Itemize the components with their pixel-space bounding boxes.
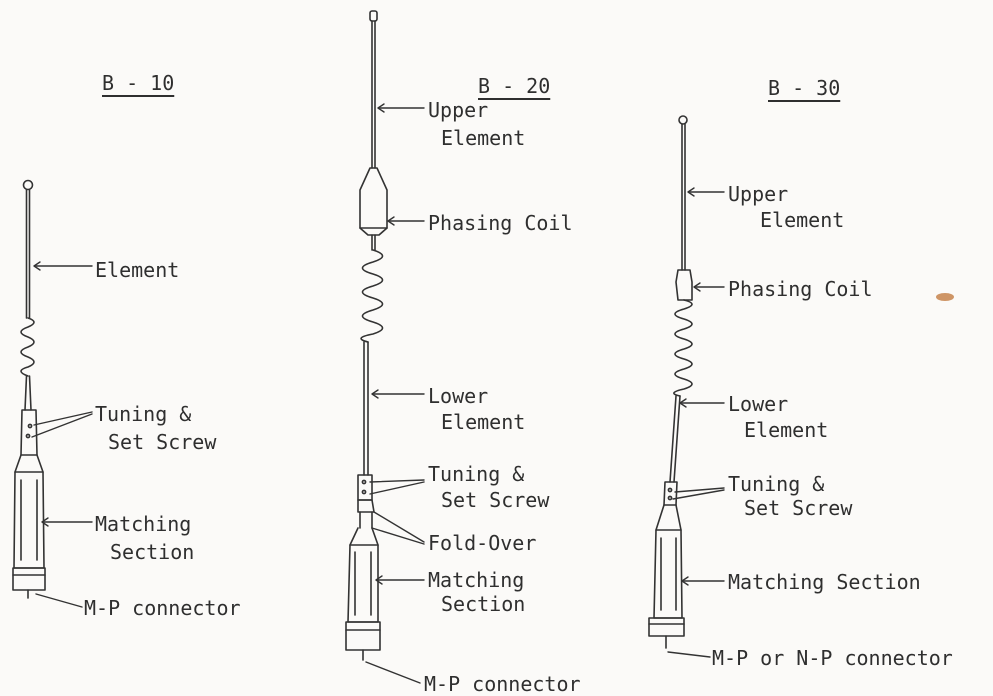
b20-lower-label-line2: Element	[441, 410, 526, 434]
b10-tuning-label-line1: Tuning &	[95, 402, 192, 426]
b30-antenna	[648, 115, 693, 649]
b10-element-label: Element	[95, 258, 180, 282]
b20-tuning-sleeve	[357, 474, 373, 501]
b20-tuning-label-line1: Tuning &	[428, 462, 525, 486]
b20-upper-label-line1: Upper	[428, 98, 489, 122]
b20-matching-label-line2: Section	[441, 592, 526, 616]
b20-matching-label-line1: Matching	[428, 568, 525, 592]
b10-matching-label-line2: Section	[110, 540, 195, 564]
b20-tuning-label-line2: Set Screw	[441, 488, 550, 512]
b10-connector-label: M-P connector	[84, 596, 241, 620]
b30-matching-section	[653, 504, 683, 619]
paper-stain	[936, 293, 954, 301]
b20-matching-section	[347, 527, 379, 623]
b10-matching-label-line1: Matching	[95, 512, 192, 536]
b30-tuning-sleeve	[663, 481, 678, 506]
b30-connector	[648, 617, 685, 637]
b30-matching-label: Matching Section	[728, 570, 921, 594]
b30-upper-label-line1: Upper	[728, 182, 789, 206]
b20-connector-label: M-P connector	[424, 672, 581, 696]
b20-upper-label-line2: Element	[441, 126, 526, 150]
b30-connector-label: M-P or N-P connector	[712, 646, 953, 670]
b10-antenna	[12, 179, 46, 599]
b30-upper-label-line2: Element	[760, 208, 845, 232]
b30-phasing-label: Phasing Coil	[728, 277, 873, 301]
b30-coil	[673, 299, 693, 397]
b20-antenna	[345, 10, 388, 661]
b20-coil	[360, 249, 384, 343]
b10-tuning-sleeve	[20, 409, 38, 456]
b20-connector	[345, 621, 381, 651]
b10-title: B - 10	[102, 71, 175, 95]
leader-lines	[31, 103, 725, 684]
b10-tuning-label-line2: Set Screw	[108, 430, 217, 454]
b30-title: B - 30	[768, 76, 841, 100]
b30-phasing-coil	[675, 269, 693, 301]
b20-foldover-label: Fold-Over	[428, 531, 537, 555]
b10-connector	[12, 567, 46, 591]
b20-phasing-label: Phasing Coil	[428, 211, 573, 235]
b30-tuning-label-line2: Set Screw	[744, 496, 853, 520]
b30-lower-label-line1: Lower	[728, 392, 789, 416]
b10-coil	[20, 317, 35, 377]
b20-lower-label-line1: Lower	[428, 384, 489, 408]
b20-foldover	[357, 499, 375, 513]
b30-tuning-label-line1: Tuning &	[728, 472, 825, 496]
b30-lower-label-line2: Element	[744, 418, 829, 442]
b20-title: B - 20	[478, 74, 551, 98]
b20-phasing-coil	[359, 167, 388, 236]
